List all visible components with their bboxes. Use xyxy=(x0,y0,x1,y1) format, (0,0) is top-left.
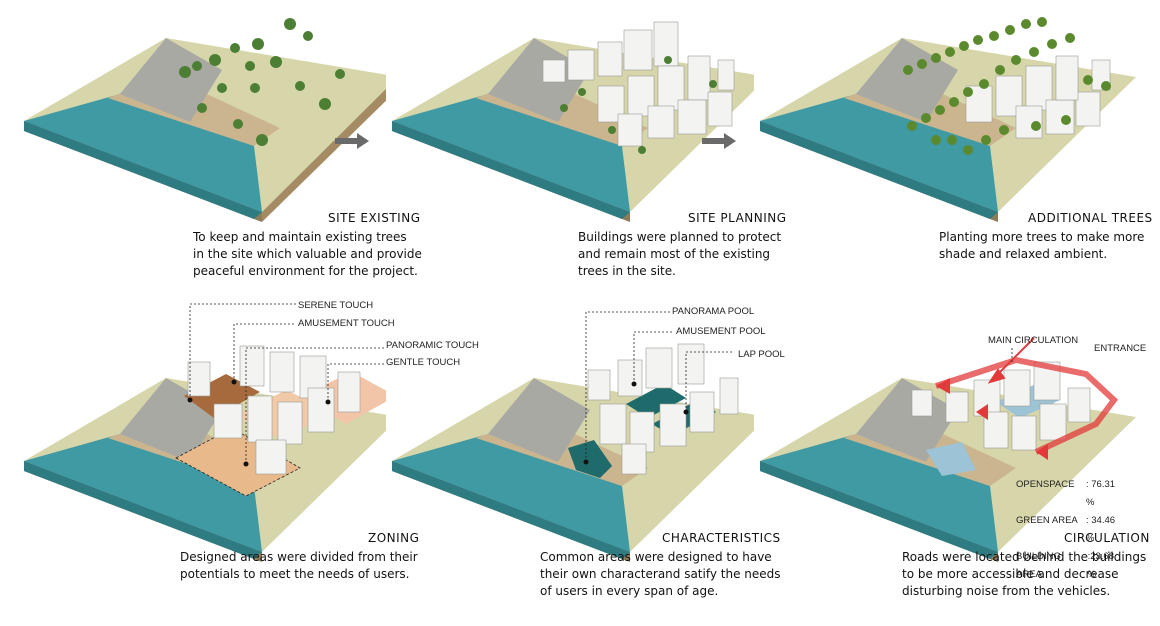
panel-title: ADDITIONAL TREES xyxy=(1028,211,1153,225)
buildings xyxy=(187,345,361,475)
panel-site-existing: SITE EXISTING To keep and maintain exist… xyxy=(0,0,422,313)
stat-row: BUILDING AREA:23.68 % xyxy=(1016,551,1114,580)
stat-row: OPENSPACE: 76.31 % xyxy=(1016,479,1116,508)
leader-label: LAP POOL xyxy=(738,349,785,360)
panel-site-planning: SITE PLANNING Buildings were planned to … xyxy=(368,0,786,313)
panel-title: ZONING xyxy=(368,531,420,545)
circulation-arrows xyxy=(936,378,1048,460)
characteristics-illustration xyxy=(392,311,754,562)
leader-label: SERENE TOUCH xyxy=(298,300,374,311)
leader-lines xyxy=(585,311,734,462)
site-base xyxy=(24,38,386,222)
leader-label: AMUSEMENT TOUCH xyxy=(298,318,395,329)
buildings xyxy=(965,55,1111,139)
buildings xyxy=(911,361,1091,451)
leader-label: GENTLE TOUCH xyxy=(386,357,461,368)
panel-description: Buildings were planned to protect and re… xyxy=(578,230,782,278)
site-planning-illustration xyxy=(392,21,754,222)
panel-characteristics: PANORAMA POOL AMUSEMENT POOL LAP POOL CH… xyxy=(368,300,785,613)
leader-label: PANORAMIC TOUCH xyxy=(386,340,479,351)
area-stats: OPENSPACE: 76.31 % GREEN AREA: 34.46 % B… xyxy=(1016,476,1122,584)
leader-label: PANORAMA POOL xyxy=(672,306,755,317)
circulation-roads xyxy=(935,356,1119,455)
additional-trees-illustration xyxy=(760,17,1136,222)
entrance-arrow xyxy=(987,337,1035,384)
zoning-illustration xyxy=(24,303,386,562)
leader-lines xyxy=(189,303,384,464)
panel-title: SITE EXISTING xyxy=(328,211,421,225)
leader-label: MAIN CIRCULATION xyxy=(988,335,1079,346)
panel-description: Designed areas were divided from their p… xyxy=(180,550,418,581)
panel-description: Common areas were designed to have their… xyxy=(540,550,781,598)
panel-circulation: MAIN CIRCULATION ENTRANCE OPENSPACE: 76.… xyxy=(736,300,1149,613)
panel-description: Roads were located behind the buildings … xyxy=(902,550,1147,598)
circulation-illustration xyxy=(760,337,1136,562)
leader-label: AMUSEMENT POOL xyxy=(676,326,766,337)
planted-trees xyxy=(903,17,1111,155)
existing-trees xyxy=(560,56,717,154)
panel-title: SITE PLANNING xyxy=(688,211,787,225)
stat-row: GREEN AREA: 34.46 % xyxy=(1016,515,1116,544)
existing-trees xyxy=(179,18,345,146)
site-existing-illustration xyxy=(24,18,386,222)
panel-zoning: SERENE TOUCH AMUSEMENT TOUCH PANORAMIC T… xyxy=(0,300,479,613)
site-base xyxy=(760,38,1136,222)
leader-label: ENTRANCE xyxy=(1094,343,1147,354)
panel-description: Planting more trees to make more shade a… xyxy=(939,230,1145,261)
buildings xyxy=(542,21,735,147)
panel-title: CHARACTERISTICS xyxy=(662,531,781,545)
arrow-right-icon xyxy=(335,133,369,149)
panel-description: To keep and maintain existing trees in t… xyxy=(193,230,422,278)
buildings xyxy=(587,343,739,475)
panel-additional-trees: ADDITIONAL TREES Planting more trees to … xyxy=(736,0,1152,313)
panel-title: CIRCULATION xyxy=(1064,531,1150,545)
arrow-right-icon xyxy=(702,133,736,149)
